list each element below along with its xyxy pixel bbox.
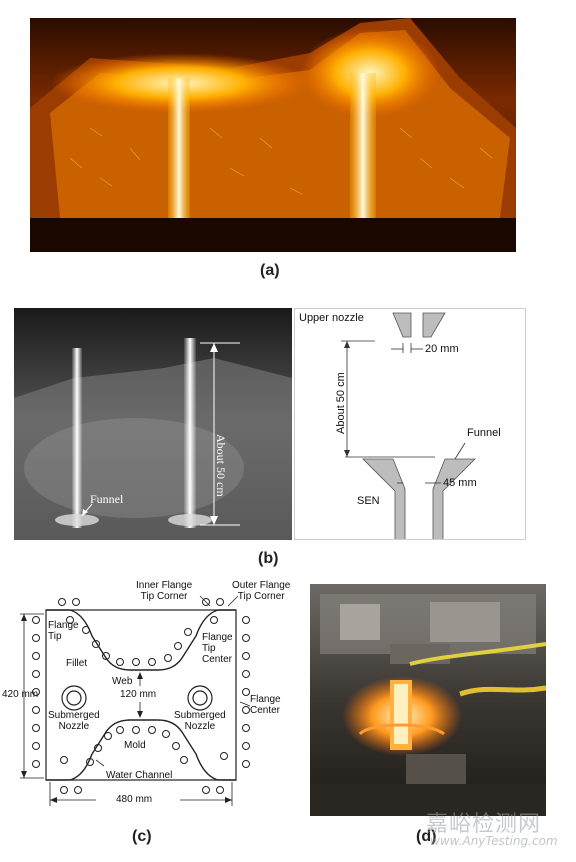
photo-a-molten-steel <box>30 18 516 252</box>
schematic-b: Upper nozzle 20 mm About 50 cm Funnel SE… <box>294 308 526 540</box>
submerged-nozzle-right-label: Submerged Nozzle <box>174 710 226 732</box>
web-label: Web <box>112 676 133 687</box>
funnel-label: Funnel <box>467 427 501 439</box>
flange-center-label: Flange Center <box>250 694 281 716</box>
flange-tip-label: Flange Tip <box>48 620 79 642</box>
caption-d: (d) <box>416 828 437 845</box>
upper-nozzle-label: Upper nozzle <box>299 312 364 324</box>
outer-flange-tip-corner-label: Outer Flange Tip Corner <box>232 580 291 602</box>
width-45mm-label: 45 mm <box>443 477 477 489</box>
flange-tip-center-label: Flange Tip Center <box>202 632 233 665</box>
height-420mm-label: 420 mm <box>2 689 39 700</box>
caption-a: (a) <box>260 262 280 279</box>
sen-label: SEN <box>357 495 380 507</box>
diagram-c-mold-section: Inner Flange Tip Corner Outer Flange Tip… <box>0 574 296 814</box>
photo-d-casting-machine <box>310 584 546 816</box>
photo-b-streams: About 50 cm Funnel <box>14 308 292 540</box>
gap-20mm-label: 20 mm <box>425 343 459 355</box>
water-channel-label: Water Channel <box>106 770 173 781</box>
mold-label: Mold <box>124 740 146 751</box>
watermark-en: www.AnyTesting.com <box>430 834 558 848</box>
web-gap-label: 120 mm <box>120 689 157 700</box>
about-50cm-label: About 50 cm <box>335 372 347 434</box>
watermark-cn: 嘉峪检测网 <box>426 812 542 837</box>
width-480mm-label: 480 mm <box>116 794 153 805</box>
photo-funnel-label: Funnel <box>90 492 124 506</box>
caption-c: (c) <box>132 828 152 845</box>
caption-b: (b) <box>258 550 279 567</box>
fillet-label: Fillet <box>66 658 88 669</box>
photo-about-50cm-label: About 50 cm <box>214 434 228 497</box>
submerged-nozzle-left-label: Submerged Nozzle <box>48 710 100 732</box>
inner-flange-tip-corner-label: Inner Flange Tip Corner <box>136 580 193 602</box>
